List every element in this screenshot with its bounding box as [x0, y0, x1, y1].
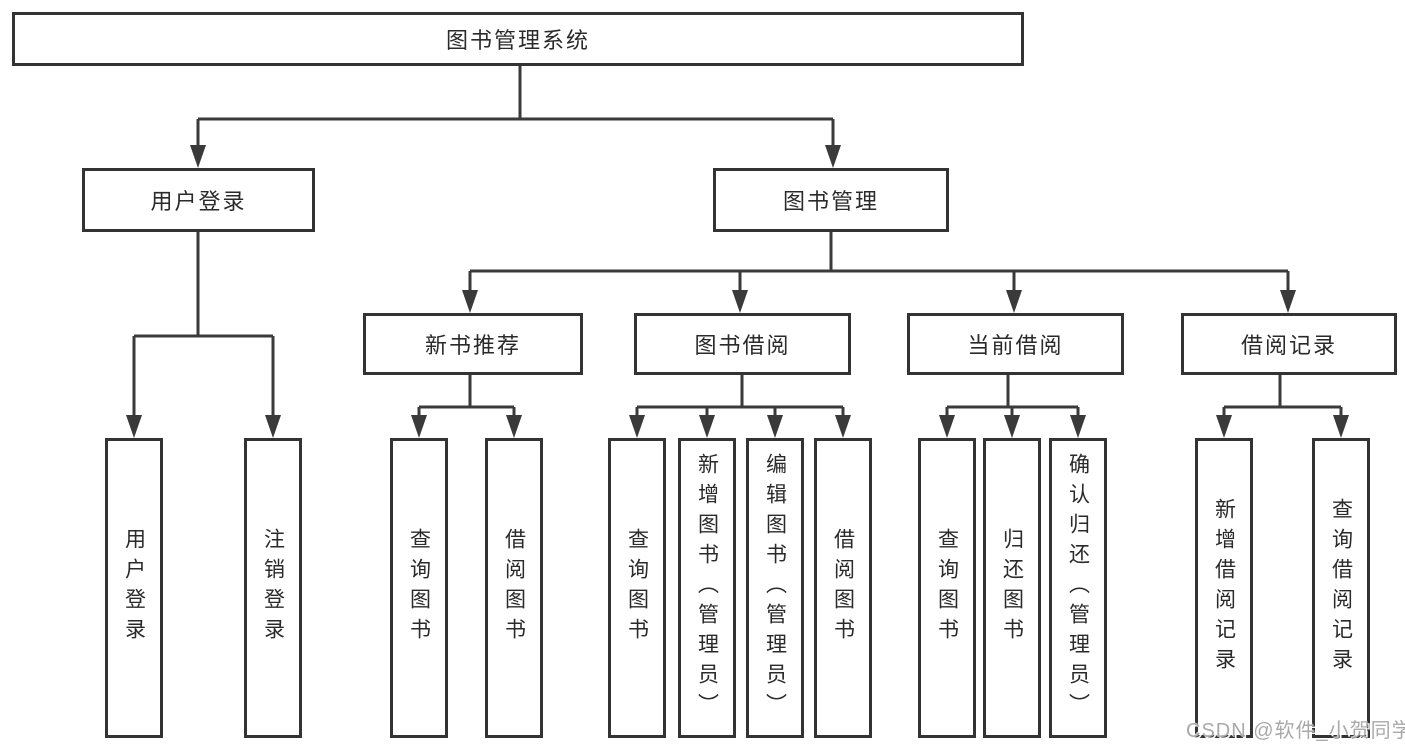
leaf-logout: 注销登录: [244, 438, 302, 738]
leaf-query-books-3: 查询图书: [918, 438, 976, 738]
node-current-borrowing: 当前借阅: [907, 313, 1124, 375]
leaf-query-books-1: 查询图书: [390, 438, 448, 738]
node-book-management: 图书管理: [713, 168, 949, 232]
node-book-borrowing: 图书借阅: [634, 313, 851, 375]
node-new-book-recommendation: 新书推荐: [363, 313, 583, 375]
leaf-add-borrow-record: 新增借阅记录: [1195, 438, 1253, 738]
csdn-watermark: CSDN @软件_小贺同学: [1186, 720, 1405, 742]
leaf-add-book-admin: 新增图书（管理员）: [678, 438, 736, 738]
node-user-login: 用户登录: [82, 168, 315, 232]
leaf-borrow-books-2: 借阅图书: [814, 438, 872, 738]
leaf-query-books-2: 查询图书: [608, 438, 666, 738]
node-borrowing-records: 借阅记录: [1181, 313, 1397, 375]
leaf-user-login: 用户登录: [105, 438, 163, 738]
leaf-query-borrow-record: 查询借阅记录: [1312, 438, 1370, 738]
node-library-management-system: 图书管理系统: [12, 12, 1024, 66]
leaf-return-book: 归还图书: [983, 438, 1041, 738]
leaf-confirm-return-admin: 确认归还（管理员）: [1049, 438, 1107, 738]
leaf-edit-book-admin: 编辑图书（管理员）: [746, 438, 804, 738]
leaf-borrow-books-1: 借阅图书: [485, 438, 543, 738]
